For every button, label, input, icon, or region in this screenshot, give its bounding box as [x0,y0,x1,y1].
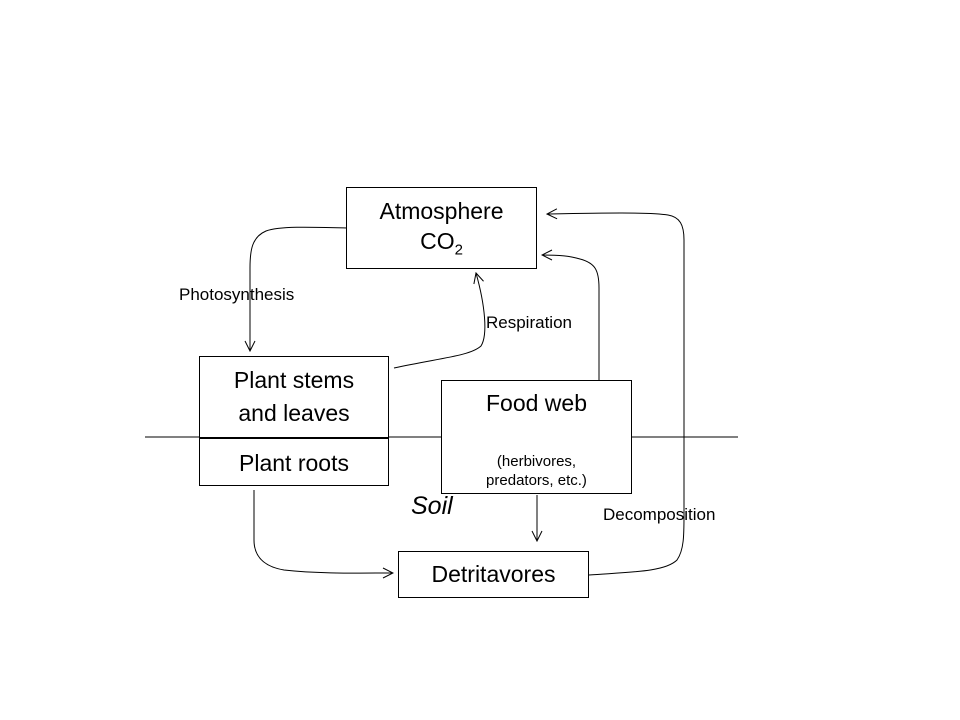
food-web-node: Food web (herbivores, predators, etc.) [441,380,632,494]
plant-node: Plant stems and leaves Plant roots [199,356,389,486]
food-web-detail-line2: predators, etc.) [486,472,587,489]
co2-subscript: 2 [454,241,463,259]
atmosphere-node: Atmosphere CO2 [346,187,537,269]
food-web-detail-line1: (herbivores, [496,453,577,470]
detritavores-label: Detritavores [431,561,556,587]
roots-to-detritavores-arrow [253,490,393,573]
plant-divider [200,437,388,439]
co2-label: CO2 [347,228,536,259]
plant-roots-label: Plant roots [239,450,349,476]
plant-stems-label-line1: Plant stems [233,367,355,393]
photosynthesis-label: Photosynthesis [179,285,295,304]
photosynthesis-arrow [250,226,348,351]
food-web-title: Food web [485,390,587,416]
decomposition-label: Decomposition [603,505,716,524]
decomposition-arrow [547,213,685,576]
respiration-label: Respiration [486,313,572,332]
food-web-respiration-arrow [542,255,600,380]
co2-main: CO [420,228,455,254]
plant-respiration-arrow [393,273,486,369]
plant-stems-label-line2: and leaves [238,400,350,426]
atmosphere-label: Atmosphere [379,198,504,224]
detritavores-node: Detritavores [398,551,589,598]
soil-label: Soil [411,492,453,520]
